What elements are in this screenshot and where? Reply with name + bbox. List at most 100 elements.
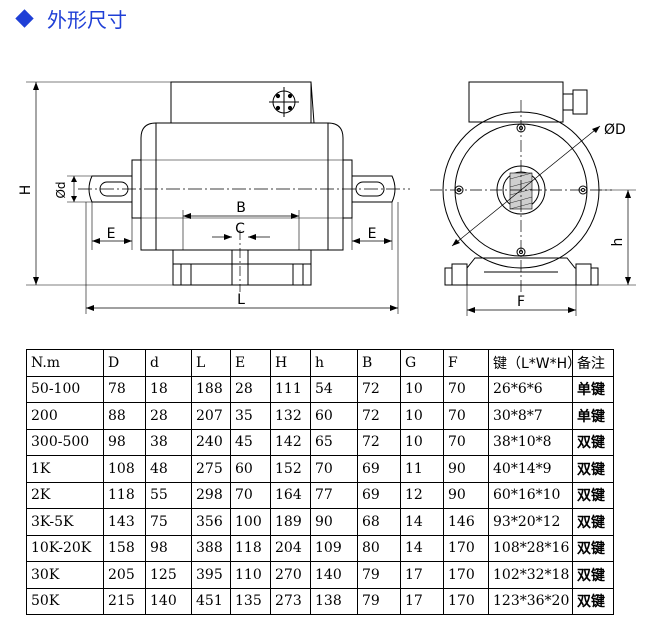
- table-cell: 152: [270, 455, 311, 483]
- table-cell: 143: [103, 508, 146, 536]
- end-junction-box: [468, 81, 564, 123]
- table-cell: 38*10*8: [488, 428, 573, 456]
- table-cell: 55: [145, 481, 192, 509]
- table-header-cell: H: [270, 349, 311, 377]
- table-cell: 40*14*9: [488, 455, 573, 483]
- table-cell: 108*28*16: [488, 534, 573, 562]
- table-cell: 26*6*6: [488, 375, 573, 403]
- table-cell: 72: [357, 402, 401, 430]
- table-header-cell: 备注: [572, 349, 614, 377]
- table-cell: 170: [443, 561, 489, 589]
- table-cell: 93*20*12: [488, 508, 573, 536]
- table-cell: 118: [103, 481, 146, 509]
- table-cell: 60: [310, 402, 358, 430]
- table-cell: 70: [443, 375, 489, 403]
- table-cell: 102*32*18: [488, 561, 573, 589]
- table-header-cell: F: [443, 349, 489, 377]
- table-cell: 60*16*10: [488, 481, 573, 509]
- label-H: H: [18, 185, 34, 196]
- table-cell: 88: [103, 402, 146, 430]
- connector-icon: [269, 87, 299, 117]
- label-L: L: [237, 292, 245, 308]
- table-cell: 158: [103, 534, 146, 562]
- table-cell: 356: [191, 508, 231, 536]
- table-cell: 双键: [572, 587, 614, 615]
- table-cell: 69: [357, 481, 401, 509]
- table-cell: 79: [357, 561, 401, 589]
- end-mounting-feet: [444, 257, 599, 286]
- table-cell: 38: [145, 428, 192, 456]
- end-view: [430, 81, 636, 316]
- label-C: C: [235, 221, 245, 237]
- table-cell: 1K: [26, 455, 104, 483]
- table-cell: 200: [26, 402, 104, 430]
- table-cell: 单键: [572, 402, 614, 430]
- table-cell: 140: [145, 587, 192, 615]
- table-cell: 135: [230, 587, 271, 615]
- table-cell: 90: [310, 508, 358, 536]
- table-cell: 78: [103, 375, 146, 403]
- table-header-cell: N.m: [26, 349, 104, 377]
- table-cell: 79: [357, 587, 401, 615]
- table-cell: 72: [357, 428, 401, 456]
- table-header-cell: 键（L*W*H）: [488, 349, 573, 377]
- table-cell: 109: [310, 534, 358, 562]
- table-cell: 45: [230, 428, 271, 456]
- table-cell: 75: [145, 508, 192, 536]
- table-cell: 170: [443, 587, 489, 615]
- table-cell: 90: [443, 455, 489, 483]
- table-cell: 189: [270, 508, 311, 536]
- table-cell: 273: [270, 587, 311, 615]
- table-cell: 14: [400, 534, 444, 562]
- table-cell: 60: [230, 455, 271, 483]
- table-cell: 90: [443, 481, 489, 509]
- table-cell: 10K-20K: [26, 534, 104, 562]
- table-cell: 98: [103, 428, 146, 456]
- table-header-cell: B: [357, 349, 401, 377]
- table-cell: 80: [357, 534, 401, 562]
- label-D: ØD: [604, 122, 626, 138]
- table-cell: 69: [357, 455, 401, 483]
- table-cell: 14: [400, 508, 444, 536]
- label-E-left: E: [107, 226, 116, 242]
- table-cell: 204: [270, 534, 311, 562]
- table-cell: 双键: [572, 508, 614, 536]
- table-cell: 17: [400, 561, 444, 589]
- dimension-drawing: H Ød B C E E L ØD h F: [18, 81, 636, 316]
- table-cell: 188: [191, 375, 231, 403]
- end-connector: [562, 93, 574, 111]
- table-cell: 146: [443, 508, 489, 536]
- table-cell: 108: [103, 455, 146, 483]
- table-cell: 164: [270, 481, 311, 509]
- table-cell: 48: [145, 455, 192, 483]
- table-cell: 100: [230, 508, 271, 536]
- table-cell: 207: [191, 402, 231, 430]
- table-cell: 451: [191, 587, 231, 615]
- table-cell: 35: [230, 402, 271, 430]
- table-cell: 98: [145, 534, 192, 562]
- table-cell: 10: [400, 428, 444, 456]
- table-cell: 17: [400, 587, 444, 615]
- table-cell: 50-100: [26, 375, 104, 403]
- table-cell: 68: [357, 508, 401, 536]
- table-cell: 298: [191, 481, 231, 509]
- table-header-cell: d: [145, 349, 192, 377]
- table-header-cell: L: [191, 349, 231, 377]
- table-cell: 70: [443, 428, 489, 456]
- table-cell: 142: [270, 428, 311, 456]
- table-cell: 30K: [26, 561, 104, 589]
- label-d: Ød: [54, 181, 68, 198]
- table-cell: 18: [145, 375, 192, 403]
- table-cell: 395: [191, 561, 231, 589]
- label-F: F: [517, 294, 525, 310]
- table-cell: 双键: [572, 561, 614, 589]
- table-header-cell: E: [230, 349, 271, 377]
- table-cell: 2K: [26, 481, 104, 509]
- table-cell: 123*36*20: [488, 587, 573, 615]
